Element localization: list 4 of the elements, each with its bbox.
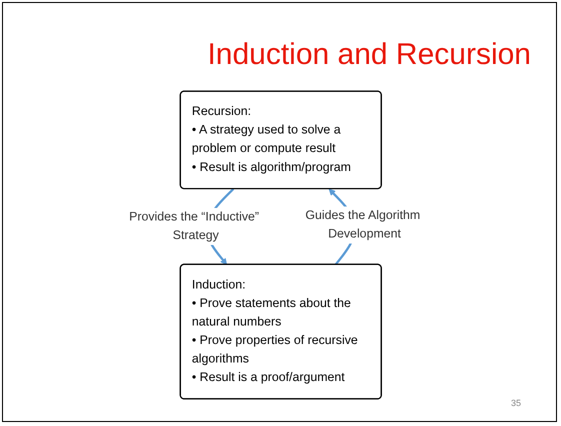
- slide-title: Induction and Recursion: [207, 38, 531, 72]
- edge-label: Provides the “Inductive” Strategy: [129, 210, 260, 242]
- page-number: 35: [510, 398, 521, 408]
- edge-label: Guides the Algorithm Development: [306, 208, 421, 241]
